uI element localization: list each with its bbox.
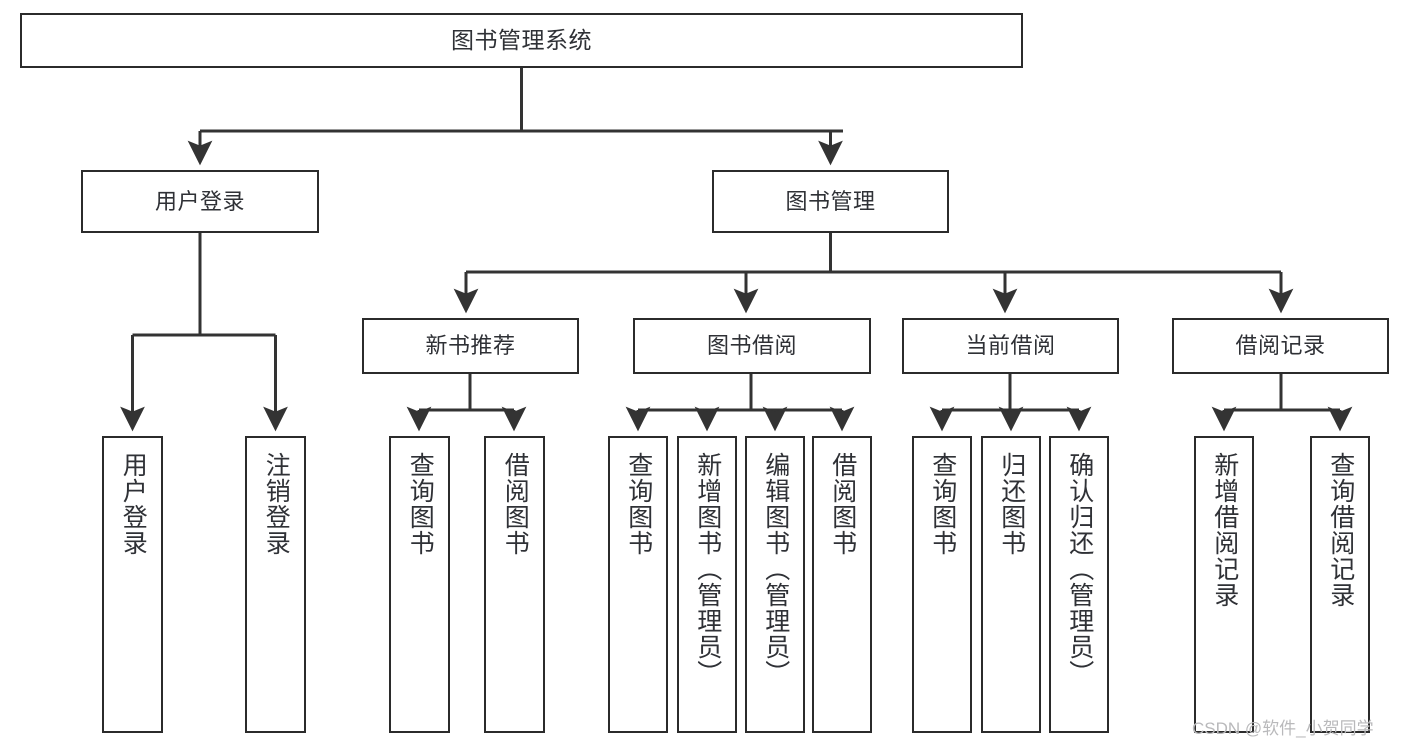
node-leaf-query-borrow-record-label: 查询借阅记录 (1326, 452, 1355, 608)
node-leaf-confirm-return-admin[interactable]: 确认归还（管理员） (1049, 436, 1109, 733)
node-new-book-recommend[interactable]: 新书推荐 (362, 318, 579, 374)
node-leaf-query-book-2-label: 查询图书 (624, 452, 653, 556)
node-current-borrow[interactable]: 当前借阅 (902, 318, 1119, 374)
node-leaf-return-book-label: 归还图书 (997, 452, 1026, 556)
node-new-book-recommend-label: 新书推荐 (425, 333, 516, 359)
node-current-borrow-label: 当前借阅 (965, 333, 1056, 359)
watermark: CSDN @软件_小贺同学 (1192, 719, 1374, 738)
node-root[interactable]: 图书管理系统 (20, 13, 1023, 68)
node-leaf-edit-book-admin-label: 编辑图书（管理员） (761, 452, 790, 686)
node-leaf-query-borrow-record[interactable]: 查询借阅记录 (1310, 436, 1370, 733)
node-leaf-add-borrow-record[interactable]: 新增借阅记录 (1194, 436, 1254, 733)
node-book-borrow-label: 图书借阅 (706, 333, 797, 359)
node-leaf-add-book-admin-label: 新增图书（管理员） (693, 452, 722, 686)
node-leaf-borrow-book-1-label: 借阅图书 (501, 452, 530, 556)
node-book-borrow[interactable]: 图书借阅 (633, 318, 871, 374)
node-leaf-edit-book-admin[interactable]: 编辑图书（管理员） (745, 436, 805, 733)
node-leaf-query-book-1-label: 查询图书 (406, 452, 435, 556)
node-leaf-add-borrow-record-label: 新增借阅记录 (1210, 452, 1239, 608)
node-leaf-add-book-admin[interactable]: 新增图书（管理员） (677, 436, 737, 733)
node-leaf-query-book-2[interactable]: 查询图书 (608, 436, 668, 733)
node-leaf-borrow-book-2-label: 借阅图书 (828, 452, 857, 556)
node-root-label: 图书管理系统 (451, 26, 592, 53)
node-leaf-user-logout-label: 注销登录 (262, 452, 291, 556)
node-leaf-borrow-book-2[interactable]: 借阅图书 (812, 436, 872, 733)
node-book-manage-label: 图书管理 (785, 188, 876, 214)
node-leaf-user-logout[interactable]: 注销登录 (245, 436, 306, 733)
node-user-login[interactable]: 用户登录 (81, 170, 319, 233)
node-leaf-query-book-3[interactable]: 查询图书 (912, 436, 972, 733)
node-borrow-record[interactable]: 借阅记录 (1172, 318, 1389, 374)
node-borrow-record-label: 借阅记录 (1235, 333, 1326, 359)
node-book-manage[interactable]: 图书管理 (712, 170, 949, 233)
node-leaf-return-book[interactable]: 归还图书 (981, 436, 1041, 733)
node-leaf-user-login[interactable]: 用户登录 (102, 436, 163, 733)
node-leaf-query-book-3-label: 查询图书 (928, 452, 957, 556)
node-user-login-label: 用户登录 (154, 188, 245, 214)
node-leaf-borrow-book-1[interactable]: 借阅图书 (484, 436, 545, 733)
node-leaf-user-login-label: 用户登录 (119, 452, 148, 556)
node-leaf-query-book-1[interactable]: 查询图书 (389, 436, 450, 733)
node-leaf-confirm-return-admin-label: 确认归还（管理员） (1065, 452, 1094, 686)
